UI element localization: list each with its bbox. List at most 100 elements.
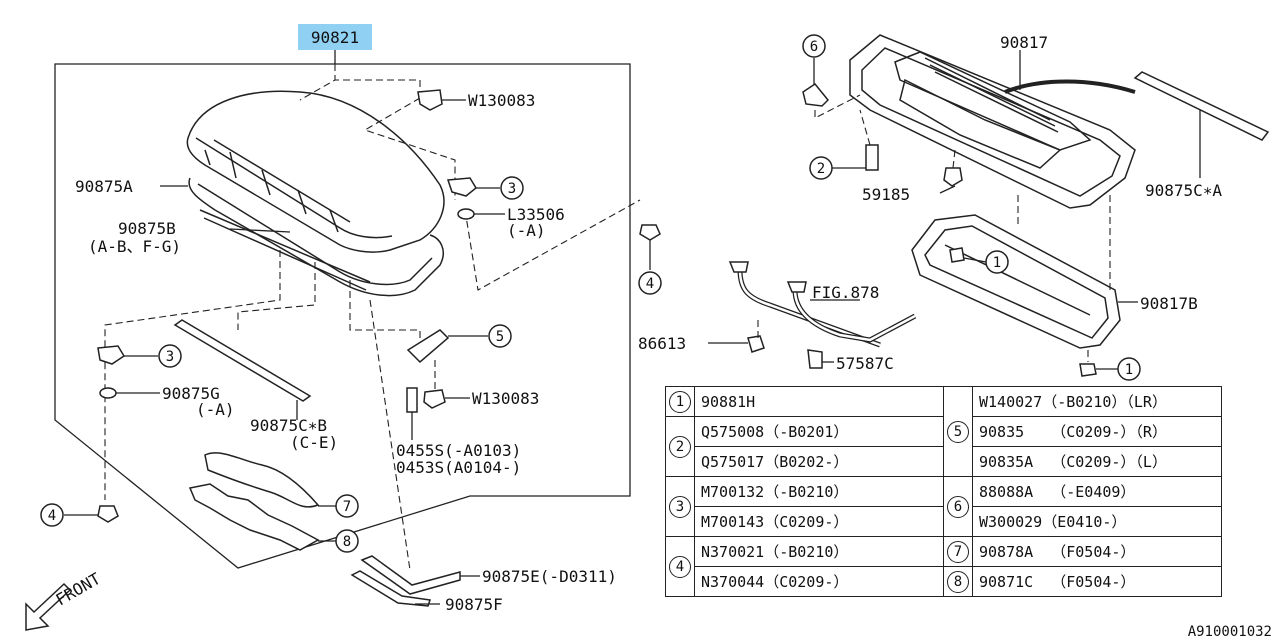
- svg-text:1: 1: [993, 255, 1001, 271]
- part-cell[interactable]: 90871C （F0504-）: [972, 566, 1222, 597]
- table-row[interactable]: 2 Q575008（-B0201） 90835 （C0209-）（R）: [665, 416, 1222, 477]
- bracket-3-top: [446, 177, 477, 197]
- bracket-5-left: [406, 329, 450, 364]
- part-cell[interactable]: 88088A （-E0409）: [972, 476, 1222, 507]
- label-w130083-top[interactable]: W130083: [468, 91, 535, 110]
- table-row[interactable]: M700143（C0209-） W300029（E0410-）: [666, 506, 1222, 537]
- table-row[interactable]: 3 M700132（-B0210） 6 88088A （-E0409）: [665, 476, 1222, 537]
- tray-90817b: [911, 214, 1121, 349]
- clip-57587c: [807, 349, 823, 369]
- ref-circle: 7: [947, 540, 969, 563]
- label-90875g[interactable]: 90875G: [162, 384, 220, 403]
- svg-text:3: 3: [508, 181, 516, 197]
- label-90817[interactable]: 90817: [1000, 33, 1048, 52]
- callout-4-right[interactable]: 4: [638, 271, 662, 295]
- part-cell[interactable]: 90878A （F0504-）: [972, 536, 1222, 567]
- part-cell[interactable]: 90881H: [694, 386, 944, 417]
- svg-text:3: 3: [166, 349, 174, 365]
- washer-l33506: [457, 208, 475, 220]
- label-90817b[interactable]: 90817B: [1140, 294, 1198, 313]
- ref-circle: 1: [669, 390, 691, 413]
- table-row[interactable]: N370044（C0209-） 8 90871C （F0504-）: [666, 566, 1222, 597]
- part-cell[interactable]: N370021（-B0210）: [694, 536, 944, 567]
- part-cell[interactable]: M700143（C0209-）: [694, 506, 944, 537]
- mesh-strip: [1004, 79, 1136, 94]
- svg-text:7: 7: [343, 499, 351, 515]
- hood-scoop: [186, 90, 445, 297]
- clip-1-tray: [949, 247, 965, 263]
- callout-7[interactable]: 7: [335, 494, 359, 518]
- label-90875a[interactable]: 90875A: [75, 177, 133, 196]
- part-cell[interactable]: 90835 （C0209-）（R）: [972, 416, 1222, 447]
- assembly-frame: [54, 63, 631, 569]
- ref-circle: 2: [669, 435, 691, 458]
- svg-text:4: 4: [646, 276, 654, 292]
- nut-4-right: [639, 224, 661, 241]
- callout-2[interactable]: 2: [809, 156, 833, 180]
- strip-90871c: [188, 483, 320, 551]
- label-fig878[interactable]: FIG.878: [812, 283, 879, 302]
- label-l33506-sub[interactable]: (-A): [507, 221, 546, 240]
- part-cell[interactable]: Q575017（B0202-）: [694, 446, 944, 477]
- strip-90875f: [350, 570, 431, 607]
- callout-8[interactable]: 8: [335, 529, 359, 553]
- washer-90875g: [99, 387, 117, 399]
- callout-6[interactable]: 6: [802, 34, 826, 58]
- callout-1-tray[interactable]: 1: [985, 250, 1009, 274]
- part-cell[interactable]: Q575008（-B0201）: [694, 416, 944, 447]
- front-arrow[interactable]: FRONT: [25, 569, 105, 631]
- front-label[interactable]: FRONT: [53, 569, 105, 610]
- part-cell[interactable]: M700132（-B0210）: [694, 476, 944, 507]
- air-duct-90817: [849, 34, 1136, 209]
- callout-3-top[interactable]: 3: [500, 176, 524, 200]
- label-90875cb-sub[interactable]: (C-E): [290, 433, 338, 452]
- part-number-highlight: [298, 24, 372, 50]
- bolt-0455s: [406, 387, 418, 413]
- label-90875ca[interactable]: 90875C∗A: [1145, 181, 1222, 200]
- bracket-3-left: [97, 345, 126, 365]
- part-cell[interactable]: W300029（E0410-）: [972, 506, 1222, 537]
- label-90875g-sub[interactable]: (-A): [196, 400, 235, 419]
- svg-text:6: 6: [810, 39, 818, 55]
- part-cell[interactable]: 90835A （C0209-）（L）: [972, 446, 1222, 477]
- table-row[interactable]: 4 N370021（-B0210） 7 90878A （F0504-）: [665, 536, 1222, 597]
- label-90875e[interactable]: 90875E(-D0311): [482, 567, 617, 586]
- parts-table: 1 90881H 5 W140027（-B0210）（LR） 2 Q575008…: [665, 386, 1222, 597]
- label-90875f[interactable]: 90875F: [445, 595, 503, 614]
- ref-circle: 3: [669, 495, 691, 518]
- part-number-label[interactable]: 90821: [311, 28, 359, 47]
- callout-1-bottom[interactable]: 1: [1117, 357, 1141, 381]
- strip-90875e: [360, 555, 461, 595]
- svg-text:1: 1: [1125, 362, 1133, 378]
- table-row[interactable]: Q575017（B0202-） 90835A （C0209-）（L）: [666, 446, 1222, 477]
- callout-4-left[interactable]: 4: [40, 503, 64, 527]
- label-57587c[interactable]: 57587C: [836, 354, 894, 373]
- label-59185[interactable]: 59185: [862, 185, 910, 204]
- label-90875b[interactable]: 90875B: [118, 219, 176, 238]
- part-cell[interactable]: N370044（C0209-）: [694, 566, 944, 597]
- table-row[interactable]: 1 90881H 5 W140027（-B0210）（LR）: [665, 386, 1222, 477]
- clip-1-bottom: [1079, 363, 1097, 377]
- label-0455s[interactable]: 0455S(-A0103): [396, 441, 521, 460]
- label-0453s[interactable]: 0453S(A0104-): [396, 458, 521, 477]
- ref-circle: 6: [947, 495, 969, 518]
- strip-90878a: [204, 452, 320, 508]
- callout-5-left[interactable]: 5: [488, 324, 512, 348]
- bolt-2: [865, 144, 879, 171]
- ref-circle: 4: [669, 555, 691, 578]
- label-86613[interactable]: 86613: [638, 334, 686, 353]
- joint-86613: [747, 335, 765, 353]
- label-w130083-mid[interactable]: W130083: [472, 389, 539, 408]
- part-cell[interactable]: W140027（-B0210）（LR）: [972, 386, 1222, 417]
- svg-text:4: 4: [48, 508, 56, 524]
- callout-3-left[interactable]: 3: [158, 344, 182, 368]
- svg-text:8: 8: [343, 534, 351, 550]
- clip-w130083-top: [417, 89, 443, 111]
- svg-text:5: 5: [496, 329, 504, 345]
- label-l33506[interactable]: L33506: [507, 205, 565, 224]
- label-90875b-sub[interactable]: (A-B、F-G): [88, 237, 181, 256]
- label-90875cb[interactable]: 90875C∗B: [250, 416, 327, 435]
- seal-6: [802, 82, 830, 107]
- ref-circle: 5: [947, 420, 969, 443]
